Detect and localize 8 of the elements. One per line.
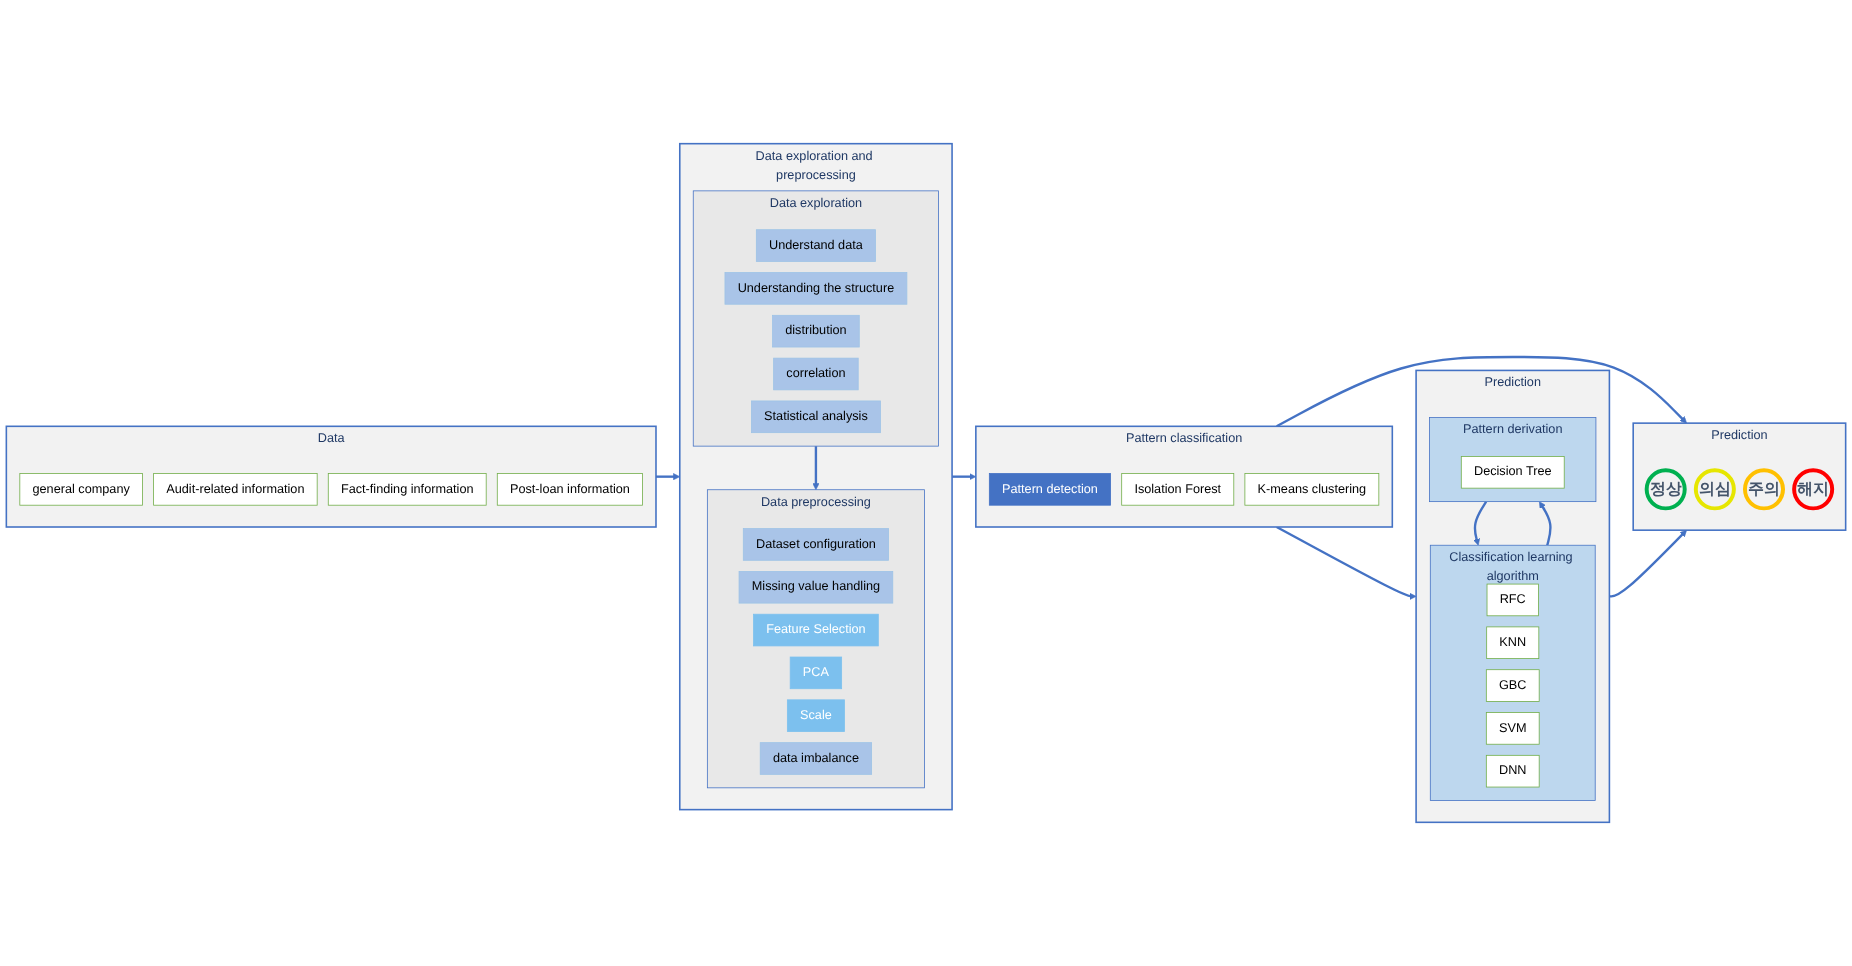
arrow: [1539, 501, 1552, 546]
arrow: [952, 473, 977, 481]
arrow: [1609, 529, 1687, 598]
arrow: [656, 473, 681, 481]
arrow: [1276, 355, 1687, 428]
arrow: [1276, 525, 1417, 600]
arrow: [1473, 501, 1488, 546]
arrow: [812, 446, 820, 491]
